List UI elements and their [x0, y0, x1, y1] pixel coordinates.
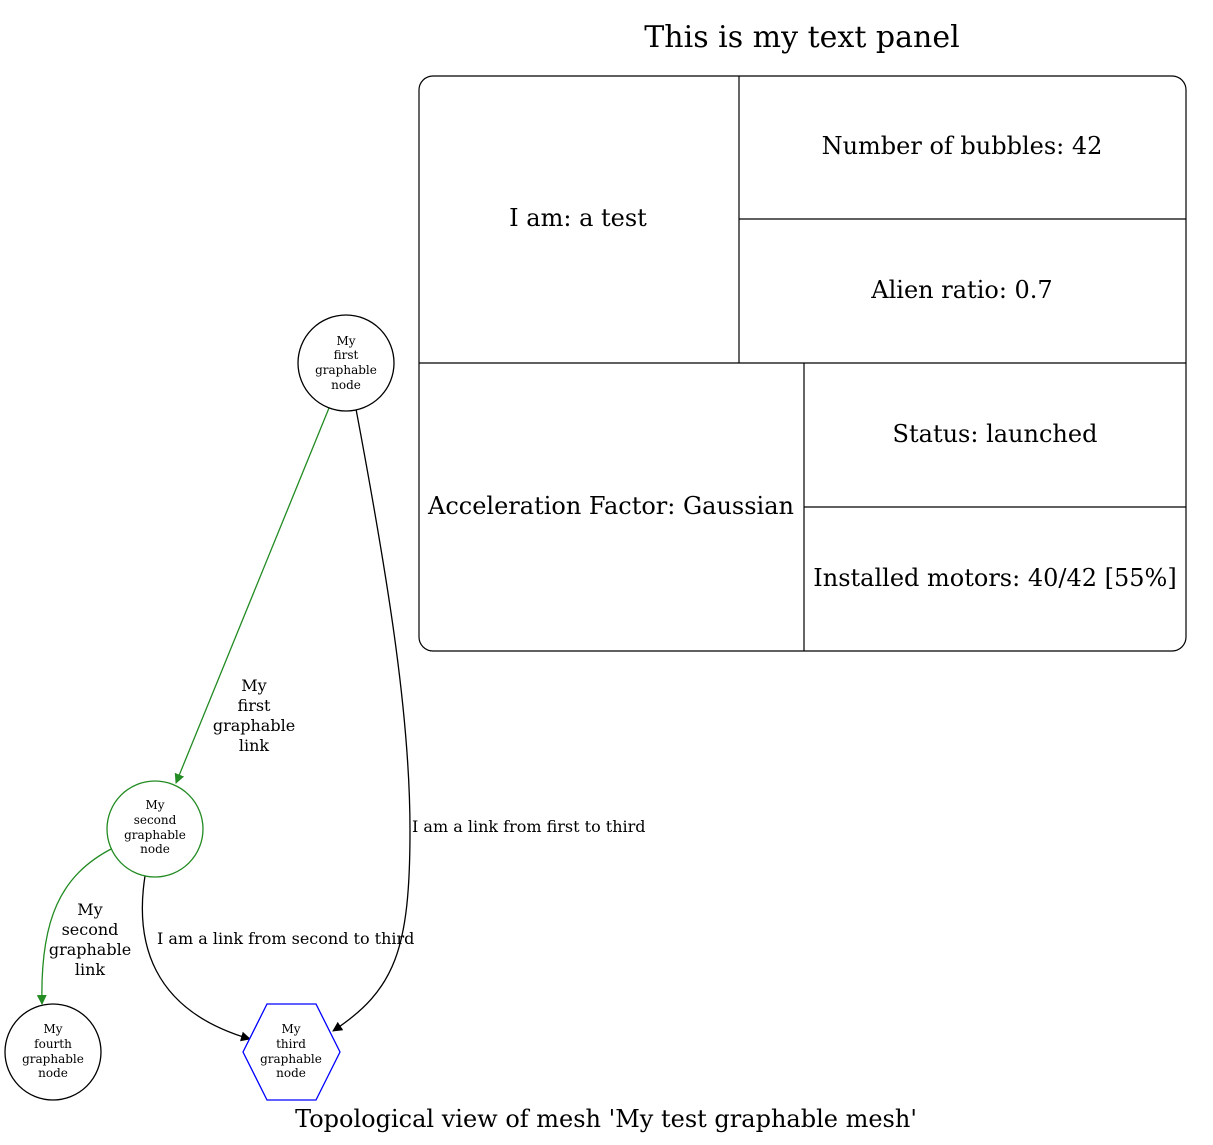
- edge-label-second-to-fourth: My second graphable link: [49, 900, 131, 979]
- node-fourth-shape: [4, 1003, 102, 1101]
- node-third[interactable]: My third graphable node: [242, 1003, 341, 1101]
- node-label-line: node: [140, 842, 170, 856]
- edge-label-line: My: [241, 676, 266, 695]
- edge-first-to-third: [332, 408, 411, 1032]
- node-label-line: fourth: [34, 1037, 72, 1051]
- node-second[interactable]: My second graphable node: [106, 780, 204, 878]
- node-third-shape: [242, 1003, 341, 1101]
- node-label-line: graphable: [260, 1052, 322, 1066]
- edge-label-first-to-second: My first graphable link: [213, 676, 295, 755]
- edge-label-first-to-third: I am a link from first to third: [412, 817, 646, 836]
- panel-cell-iam: I am: a test: [509, 204, 647, 232]
- edge-second-to-fourth: [36, 847, 114, 1005]
- panel-cell-bubbles: Number of bubbles: 42: [822, 132, 1103, 160]
- node-second-shape: [106, 780, 204, 878]
- mesh-caption: Topological view of mesh 'My test grapha…: [295, 1105, 917, 1133]
- edge-label-line: graphable: [49, 940, 131, 959]
- node-fourth[interactable]: My fourth graphable node: [4, 1003, 102, 1101]
- edge-label-line: graphable: [213, 716, 295, 735]
- node-label-line: third: [276, 1037, 306, 1051]
- node-first[interactable]: My first graphable node: [297, 314, 395, 412]
- panel-title: This is my text panel: [644, 20, 959, 55]
- node-label-line: second: [134, 813, 177, 827]
- text-panel: [418, 75, 1187, 652]
- edge-first-to-second: [174, 407, 330, 784]
- node-label-line: node: [276, 1066, 306, 1080]
- edge-label-line: link: [75, 960, 106, 979]
- node-label-line: node: [331, 378, 361, 392]
- node-label-line: My: [43, 1022, 62, 1036]
- edge-label-line: link: [239, 736, 270, 755]
- panel-cell-acceleration: Acceleration Factor: Gaussian: [427, 492, 794, 520]
- node-label-line: My: [281, 1022, 300, 1036]
- edge-label-second-to-third: I am a link from second to third: [157, 929, 414, 948]
- node-label-line: My: [145, 798, 164, 812]
- node-label-line: graphable: [315, 363, 377, 377]
- panel-cell-motors: Installed motors: 40/42 [55%]: [813, 564, 1176, 592]
- node-label-line: node: [38, 1066, 68, 1080]
- panel-cell-status: Status: launched: [893, 420, 1098, 448]
- edge-label-line: second: [62, 920, 119, 939]
- node-label-line: My: [336, 334, 355, 348]
- edge-second-to-third: [141, 875, 251, 1042]
- node-label-line: graphable: [124, 828, 186, 842]
- edge-label-line: first: [238, 696, 272, 715]
- node-first-shape: [297, 314, 395, 412]
- node-label-line: first: [334, 348, 359, 362]
- panel-cell-alien: Alien ratio: 0.7: [870, 276, 1052, 304]
- edge-label-line: My: [77, 900, 102, 919]
- node-label-line: graphable: [22, 1052, 84, 1066]
